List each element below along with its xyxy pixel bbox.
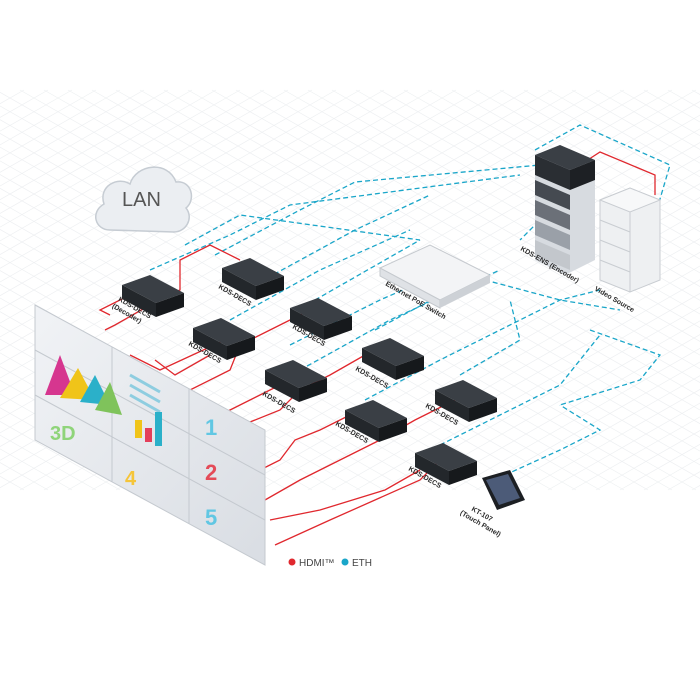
decoder-box-9	[415, 443, 477, 485]
legend-eth-dot	[341, 558, 349, 566]
tile-3d: 3D	[50, 423, 76, 445]
encoder-stack	[535, 145, 595, 275]
decoder-box-2	[222, 258, 284, 300]
decoder-box-7	[345, 400, 407, 442]
legend-hdmi-dot	[288, 558, 296, 566]
tile-2: 2	[205, 460, 217, 485]
legend: HDMI™ ETH	[288, 558, 372, 569]
decoder-box-6	[362, 338, 424, 380]
decoder-box-1	[122, 275, 184, 317]
lan-cloud: LAN	[95, 166, 193, 233]
tile-5: 5	[205, 505, 217, 530]
video-source-stack	[598, 187, 662, 293]
decoder-box-4	[290, 298, 352, 340]
touch-panel	[482, 470, 525, 510]
lan-label: LAN	[122, 189, 161, 211]
legend-hdmi-label: HDMI™	[299, 558, 335, 569]
tile-4: 4	[125, 468, 137, 490]
decoder-boxes	[122, 258, 497, 485]
decoder-box-8	[435, 380, 497, 422]
legend-eth-label: ETH	[352, 558, 372, 569]
ethernet-switch	[378, 244, 492, 309]
video-wall: 3D 4 1 2 5	[34, 304, 266, 566]
decoder-box-5	[265, 360, 327, 402]
tile-1: 1	[205, 415, 217, 440]
decoder-box-3	[193, 318, 255, 360]
